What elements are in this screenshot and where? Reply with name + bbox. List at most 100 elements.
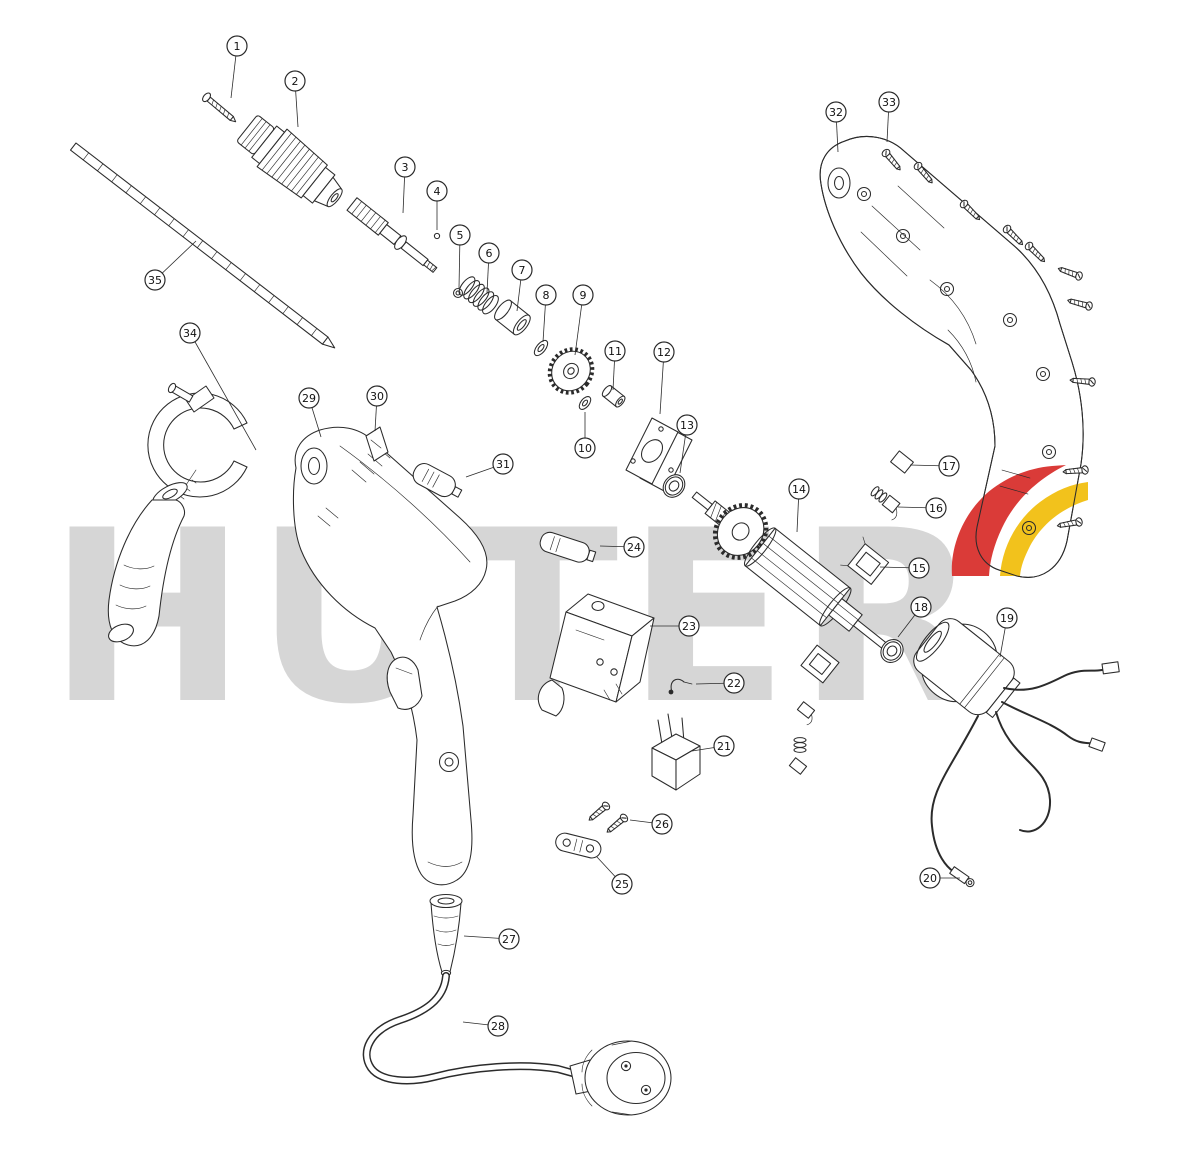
callout-35-number: 35 <box>148 274 162 287</box>
callout-34 <box>179 322 201 344</box>
callout-32-number: 32 <box>829 106 843 119</box>
callout-24-number: 24 <box>627 541 641 554</box>
callout-9-number: 9 <box>580 289 587 302</box>
huter-logo <box>951 465 1088 576</box>
callout-6-number: 6 <box>486 247 493 260</box>
callout-13-number: 13 <box>680 419 694 432</box>
callout-34-number: 34 <box>183 327 197 340</box>
clamp-screws-illustration <box>585 800 630 836</box>
callout-16-number: 16 <box>929 502 943 515</box>
carbon-brush-illustration <box>870 486 901 521</box>
callout-18-number: 18 <box>914 601 928 614</box>
bearing-plate-illustration <box>625 417 693 493</box>
callout-22-number: 22 <box>727 677 741 690</box>
callout-13 <box>676 414 698 436</box>
callout-30 <box>366 385 388 407</box>
callout-24 <box>623 536 645 558</box>
callout-29 <box>298 387 320 409</box>
callout-21-number: 21 <box>717 740 731 753</box>
brush-cap-illustration <box>890 450 914 474</box>
callout-2 <box>284 70 306 92</box>
bushing-illustration <box>601 385 626 408</box>
sleeve-illustration <box>494 299 531 336</box>
selector-button-illustration <box>412 462 463 498</box>
callout-3-number: 3 <box>402 161 409 174</box>
lock-button-illustration <box>539 531 597 563</box>
callout-25-number: 25 <box>615 878 629 891</box>
cord-guard-illustration <box>429 893 463 977</box>
callout-4 <box>426 180 448 202</box>
stator-wires-illustration <box>995 661 1120 833</box>
brush-cap-lower-illustration <box>788 757 808 775</box>
callout-34-leader <box>189 332 257 451</box>
carbon-brush-lower-illustration <box>796 701 816 726</box>
callout-35 <box>144 269 166 291</box>
callout-8 <box>535 284 557 306</box>
callout-17-number: 17 <box>942 460 956 473</box>
housing-right-details <box>819 135 1084 578</box>
pin-illustration <box>433 232 441 240</box>
callout-18 <box>910 596 932 618</box>
drill-bit-illustration <box>69 142 336 349</box>
bearing-rear-illustration <box>880 639 904 663</box>
callout-7-number: 7 <box>519 264 526 277</box>
callout-6 <box>478 242 500 264</box>
callout-17 <box>938 455 960 477</box>
cord-clamp-illustration <box>555 832 602 859</box>
callout-28 <box>487 1015 509 1037</box>
callout-14 <box>788 478 810 500</box>
callout-31 <box>492 453 514 475</box>
brush-spring-lower-illustration <box>793 737 807 753</box>
chuck-illustration <box>237 115 343 208</box>
callout-33-number: 33 <box>882 96 896 109</box>
callout-27 <box>498 928 520 950</box>
callout-28-number: 28 <box>491 1020 505 1033</box>
callout-19 <box>996 607 1018 629</box>
callout-21 <box>713 735 735 757</box>
callout-3 <box>394 156 416 178</box>
callout-7 <box>511 259 533 281</box>
callout-5 <box>449 224 471 246</box>
callout-11 <box>604 340 626 362</box>
callout-9 <box>572 284 594 306</box>
callout-12-number: 12 <box>657 346 671 359</box>
terminal-clip-illustration <box>668 678 693 695</box>
callout-1-number: 1 <box>234 40 241 53</box>
callout-23 <box>678 615 700 637</box>
armature-illustration <box>691 491 887 649</box>
spindle-illustration <box>346 197 438 273</box>
callout-26 <box>651 813 673 835</box>
switch-illustration <box>537 593 655 717</box>
washer-illustration <box>533 339 549 357</box>
callout-10-number: 10 <box>578 442 592 455</box>
callout-11-number: 11 <box>608 345 622 358</box>
callout-31-number: 31 <box>496 458 510 471</box>
side-handle-illustration <box>107 382 248 647</box>
washer-small-illustration <box>578 396 592 410</box>
callout-23-number: 23 <box>682 620 696 633</box>
brush-holder-lower-illustration <box>800 644 840 684</box>
stator-illustration <box>913 618 1021 718</box>
chuck-screw-illustration <box>202 92 237 123</box>
callout-1 <box>226 35 248 57</box>
callout-19-number: 19 <box>1000 612 1014 625</box>
gear-illustration <box>547 347 595 395</box>
callout-30-number: 30 <box>370 390 384 403</box>
callout-20 <box>919 867 941 889</box>
retaining-ring-illustration <box>452 287 464 299</box>
callout-32 <box>825 101 847 123</box>
callout-33 <box>878 91 900 113</box>
housing-left-half-illustration <box>292 426 488 886</box>
spring-illustration <box>458 276 499 315</box>
callout-4-number: 4 <box>434 185 441 198</box>
capacitor-illustration <box>651 713 701 791</box>
callout-12 <box>653 341 675 363</box>
callout-25 <box>611 873 633 895</box>
callout-16 <box>925 497 947 519</box>
callout-10 <box>574 437 596 459</box>
callout-22 <box>723 672 745 694</box>
brush-holder-illustration <box>840 536 890 585</box>
